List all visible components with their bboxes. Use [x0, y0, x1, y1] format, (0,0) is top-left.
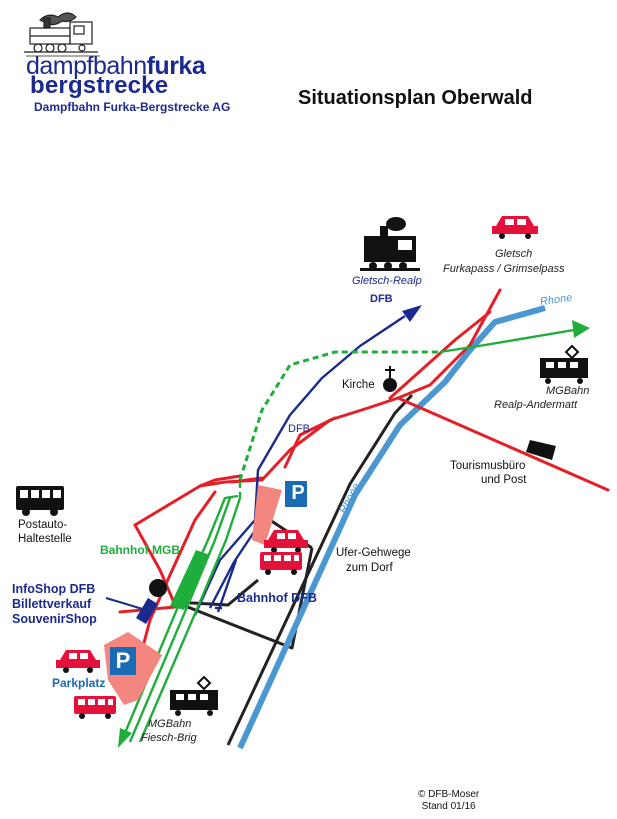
car-icon [492, 216, 538, 239]
label-dfb-top: DFB [370, 293, 393, 305]
parking-sign-dfb [285, 481, 307, 507]
main-roads [118, 288, 610, 690]
label-bahnhof-dfb: Bahnhof DFB [237, 591, 317, 605]
car-icon [264, 530, 308, 553]
minibus-icon [260, 552, 302, 575]
infoshop-point [149, 579, 167, 597]
label-postauto: Postauto- [18, 519, 68, 531]
page-title: Situationsplan Oberwald [298, 87, 533, 109]
parking-area-dfb [252, 485, 282, 545]
label-fiesch-brig: Fiesch-Brig [141, 732, 197, 744]
infoshop-line1: InfoShop DFB [12, 582, 96, 596]
label-gletsch: Gletsch [495, 248, 533, 260]
building-icon [526, 440, 556, 460]
electric-train-icon [540, 344, 588, 384]
label-ufer-line2: zum Dorf [346, 562, 393, 574]
infoshop-line3: SouvenirShop [12, 612, 97, 626]
parking-letter-dfb: P [291, 482, 305, 504]
electric-train-icon [170, 675, 218, 716]
parking-sign-large [110, 647, 136, 675]
stand-line: Stand 01/16 [421, 801, 476, 812]
minibus-icon [74, 696, 116, 719]
label-gletsch-realp: Gletsch-Realp [352, 275, 422, 287]
label-parkplatz: Parkplatz [52, 676, 106, 690]
mgb-platform [170, 550, 210, 610]
label-furkapass: Furkapass / Grimselpass [443, 263, 565, 275]
label-dfb-mid: DFB [288, 423, 310, 435]
logo-word-light: dampfbahn [26, 52, 147, 80]
label-und-post: und Post [481, 474, 527, 486]
logo-word-bold: furka [146, 52, 206, 80]
parking-letter-large: P [115, 648, 131, 673]
rhone-river [237, 305, 546, 750]
company-name: Dampfbahn Furka-Bergstrecke AG [34, 100, 231, 114]
label-infoshop: InfoShop DFB Billettverkauf SouvenirShop [12, 582, 97, 627]
church-icon [383, 366, 397, 392]
label-mgbahn-bottom: MGBahn [148, 718, 192, 730]
logo-line1: dampfbahnfurka [26, 52, 206, 81]
infoshop-building [136, 598, 158, 624]
copyright: © DFB-Moser Stand 01/16 [418, 789, 479, 813]
label-kirche: Kirche [342, 379, 375, 391]
car-icon [56, 650, 100, 673]
label-haltestelle: Haltestelle [18, 533, 72, 545]
copyright-line: © DFB-Moser [418, 789, 480, 800]
infoshop-pointer [105, 597, 147, 611]
infoshop-line2: Billettverkauf [12, 597, 92, 611]
logo-line2: bergstrecke [30, 72, 169, 99]
label-mgbahn-top: MGBahn [546, 385, 590, 397]
bus-icon [16, 486, 64, 516]
steam-locomotive-icon [360, 217, 420, 271]
label-tourismus: Tourismusbüro [450, 460, 526, 472]
label-realp-andermatt: Realp-Andermatt [494, 399, 578, 411]
logo-steam-train-icon [24, 12, 100, 57]
label-bahnhof-mgb: Bahnhof MGB [100, 543, 180, 557]
label-ufer-line1: Ufer-Gehwege [336, 547, 411, 559]
